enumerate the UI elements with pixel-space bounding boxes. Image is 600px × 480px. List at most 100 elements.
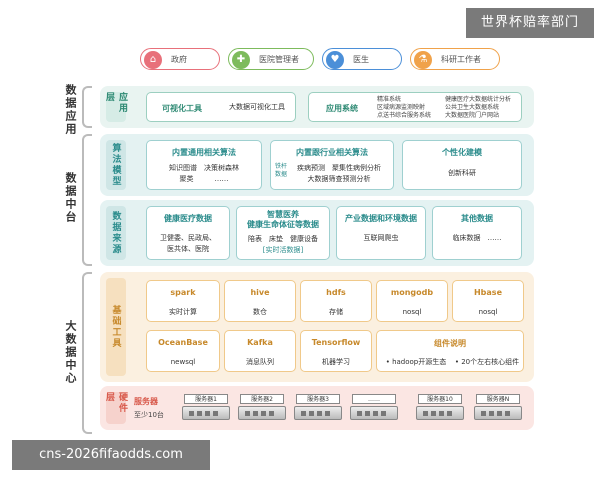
hospital-manager-icon: ✚	[232, 51, 250, 69]
app-system-item: 精准系统	[377, 96, 402, 103]
server-label: ……	[352, 394, 396, 404]
tool-note-item: • 20个左右核心组件	[454, 358, 520, 366]
source-card-industry-env: 产业数据和环境数据 互联网爬虫	[336, 206, 426, 260]
tool-card-title: hive	[250, 288, 270, 297]
algo-card-line: 疾病预测 聚集性病例分析	[297, 164, 381, 172]
server-unit: 服务器10	[416, 394, 464, 420]
user-pill-doctor: ♥ 医生	[322, 48, 402, 70]
server-icon	[416, 406, 464, 420]
source-card-line: 卫健委、民政局、	[160, 234, 216, 242]
source-card-title: 产业数据和环境数据	[345, 214, 417, 223]
app-system-item: 健康医疗大数据统计分析	[445, 96, 512, 103]
hardware-subtitle: 至少10台	[134, 411, 164, 419]
source-card-line: 临床数据 ……	[452, 234, 502, 242]
source-card-title: 健康医疗数据	[164, 214, 212, 223]
viz-tool-title: 可视化工具	[162, 104, 202, 113]
tool-note-card: 组件说明 • hadoop开源生态 • 20个左右核心组件	[376, 330, 524, 372]
tool-card-title: Hbase	[473, 288, 502, 297]
algo-card-general: 内置通用相关算法 知识图谱 决策树森林 聚类 ……	[146, 140, 262, 190]
algo-card-industry: 内置跟行业相关算法 铁杆数据 疾病预测 聚集性病例分析 大数据筛查预测分析	[270, 140, 394, 190]
source-card-line: 互联网爬虫	[363, 234, 399, 242]
tool-card-desc: 数仓	[253, 308, 267, 316]
tool-note-item: • hadoop开源生态	[385, 358, 447, 366]
source-card-line: 医共体、医院	[167, 245, 209, 253]
app-system-item: 点送书综合服务系统	[377, 112, 432, 119]
side-label-big-data-center: 大数据中心	[64, 320, 77, 385]
app-system-list-right: 健康医疗大数据统计分析 公共卫生大数据系统 大数据医院门户网站	[445, 96, 521, 120]
tool-card-title: mongodb	[390, 288, 434, 297]
user-pill-government: ⌂ 政府	[140, 48, 220, 70]
hardware-title: 服务器	[134, 397, 158, 406]
source-card-smart-care: 智慧医养 健康生命体征等数据 陪表 床垫 健康设备 [实时活数据]	[236, 206, 330, 260]
app-layer-band: 应用层 可视化工具 大数据可视化工具 应用系统 精准系统 区域病源监测映射 点送…	[100, 86, 534, 128]
algo-card-title: 内置通用相关算法	[172, 148, 236, 157]
server-label: 服务器1	[184, 394, 228, 404]
algo-card-line: 聚类 ……	[179, 175, 229, 183]
app-system-item: 大数据医院门户网站	[445, 112, 500, 119]
tools-layer-band: 基础工具 spark 实时计算 hive 数仓 hdfs 存储 mongodb …	[100, 272, 534, 382]
brace-center	[82, 272, 92, 434]
user-pill-hospital-manager: ✚ 医院管理者	[228, 48, 314, 70]
tool-card-desc: newsql	[170, 358, 196, 366]
source-card-line: [实时活数据]	[262, 246, 304, 254]
app-system-list-left: 精准系统 区域病源监测映射 点送书综合服务系统	[377, 96, 443, 120]
viz-tool-desc: 大数据可视化工具	[229, 103, 285, 111]
source-card-title: 智慧医养 健康生命体征等数据	[247, 210, 319, 229]
watermark-bottom: cns-2026fifaodds.com	[12, 440, 210, 470]
tool-card-oceanbase: OceanBase newsql	[146, 330, 220, 372]
tool-card-tensorflow: Tensorflow 机器学习	[300, 330, 372, 372]
server-label: 服务器3	[296, 394, 340, 404]
source-layer-band: 数据来源 健康医疗数据 卫健委、民政局、 医共体、医院 智慧医养 健康生命体征等…	[100, 200, 534, 266]
tool-card-desc: 机器学习	[322, 358, 350, 366]
tool-card-title: Tensorflow	[311, 338, 361, 347]
server-unit: 服务器N	[474, 394, 522, 420]
tool-card-hdfs: hdfs 存储	[300, 280, 372, 322]
tool-card-title: hdfs	[326, 288, 346, 297]
tools-layer-header: 基础工具	[106, 278, 126, 376]
tool-card-desc: 实时计算	[169, 308, 197, 316]
app-layer-header: 应用层	[104, 92, 127, 122]
server-unit: 服务器3	[294, 394, 342, 420]
source-card-title: 其他数据	[461, 214, 493, 223]
algo-card-title: 内置跟行业相关算法	[296, 148, 368, 157]
tool-card-hbase: Hbase nosql	[452, 280, 524, 322]
source-card-health: 健康医疗数据 卫健委、民政局、 医共体、医院	[146, 206, 230, 260]
tool-card-title: Kafka	[247, 338, 273, 347]
source-card-line: 陪表 床垫 健康设备	[248, 235, 318, 243]
tool-card-title: spark	[170, 288, 196, 297]
algo-card-tag: 铁杆数据	[275, 163, 288, 178]
server-label: 服务器N	[476, 394, 520, 404]
algo-card-line: 知识图谱 决策树森林	[169, 164, 239, 172]
algo-layer-band: 算法模型 内置通用相关算法 知识图谱 决策树森林 聚类 …… 内置跟行业相关算法…	[100, 134, 534, 196]
source-card-other: 其他数据 临床数据 ……	[432, 206, 522, 260]
source-layer-header: 数据来源	[106, 206, 126, 260]
server-label: 服务器10	[418, 394, 462, 404]
tool-card-hive: hive 数仓	[224, 280, 296, 322]
app-system-title: 应用系统	[326, 104, 358, 113]
tool-note-title: 组件说明	[434, 339, 466, 348]
user-row: ⌂ 政府 ✚ 医院管理者 ♥ 医生 ⚗ 科研工作者	[140, 44, 500, 74]
server-icon	[350, 406, 398, 420]
doctor-icon: ♥	[326, 51, 344, 69]
tool-card-kafka: Kafka 消息队列	[224, 330, 296, 372]
server-label: 服务器2	[240, 394, 284, 404]
app-system-item: 区域病源监测映射	[377, 104, 426, 111]
side-label-data-middle: 数据中台	[64, 172, 77, 224]
user-pill-researcher: ⚗ 科研工作者	[410, 48, 500, 70]
algo-layer-header: 算法模型	[106, 140, 126, 190]
tool-card-mongodb: mongodb nosql	[376, 280, 448, 322]
viz-tool-card: 可视化工具 大数据可视化工具	[146, 92, 296, 122]
tool-card-title: OceanBase	[158, 338, 208, 347]
server-unit: ……	[350, 394, 398, 420]
server-unit: 服务器1	[182, 394, 230, 420]
server-icon	[294, 406, 342, 420]
tool-card-desc: 消息队列	[246, 358, 274, 366]
tool-card-desc: nosql	[402, 308, 422, 316]
algo-card-custom: 个性化建模 创新科研	[402, 140, 522, 190]
brace-app	[82, 86, 92, 128]
tool-card-desc: nosql	[478, 308, 498, 316]
brace-middle	[82, 134, 92, 266]
server-unit: 服务器2	[238, 394, 286, 420]
algo-card-line: 创新科研	[448, 169, 476, 177]
